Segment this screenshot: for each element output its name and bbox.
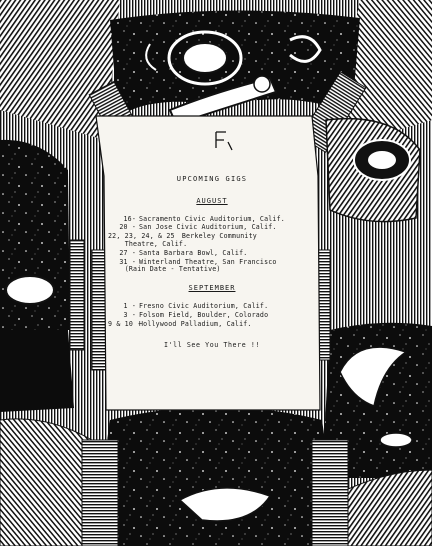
gig-venue: Berkeley Community Theatre, Calif.	[124, 232, 257, 248]
gig-dates: 9 & 10 -	[108, 319, 142, 328]
month-heading-september: SEPTEMBER	[188, 284, 236, 293]
left-column-inner	[91, 249, 107, 371]
gig-entry: 31 -Winterland Theatre, San Francisco (R…	[108, 257, 316, 275]
gig-venue: San Jose Civic Auditorium, Calif.	[139, 223, 277, 232]
gig-entry: 16-Sacramento Civic Auditorium, Calif.	[108, 214, 316, 224]
gig-entry: 1 -Fresno Civic Auditorium, Calif.	[108, 301, 316, 311]
gig-venue: Hollywood Palladium, Calif.	[139, 319, 252, 328]
gig-venue: Folsom Field, Boulder, Colorado	[139, 310, 269, 319]
gig-dates: 22, 23, 24, & 25	[108, 232, 175, 241]
gig-entry: 27 -Santa Barbara Bowl, Calif.	[108, 248, 316, 258]
text-panel	[95, 115, 321, 411]
upper-left-vault	[0, 0, 120, 140]
notice-title: UPCOMING GIGS	[176, 175, 248, 183]
gig-venue: Fresno Civic Auditorium, Calif.	[139, 301, 269, 310]
gig-notice: UPCOMING GIGS AUGUST 16-Sacramento Civic…	[108, 175, 316, 350]
top-planet-ring	[167, 30, 243, 86]
gig-dates: 31 -	[119, 257, 136, 266]
zodiac-symbol-icon	[215, 131, 233, 151]
closing-line: I'll See You There !!	[164, 341, 260, 350]
gig-entry: 22, 23, 24, & 25 Berkeley Community Thea…	[108, 232, 316, 249]
month-heading-august: AUGUST	[196, 196, 228, 205]
left-column	[69, 239, 85, 351]
gig-venue: Winterland Theatre, San Francisco (Rain …	[124, 257, 277, 274]
bottom-right-column	[311, 439, 349, 546]
gig-dates: 27 -	[119, 248, 136, 257]
gig-venue: Sacramento Civic Auditorium, Calif.	[139, 214, 285, 223]
gig-entry: 20 -San Jose Civic Auditorium, Calif.	[108, 223, 316, 232]
bottom-starfield	[92, 407, 340, 546]
gig-venue: Santa Barbara Bowl, Calif.	[139, 248, 248, 257]
gig-dates: 1 -	[123, 301, 136, 310]
bottom-left-column	[81, 439, 119, 546]
gig-entry: 3 -Folsom Field, Boulder, Colorado	[108, 310, 316, 320]
gig-dates: 3 -	[123, 310, 136, 319]
gig-dates: 16-	[123, 214, 136, 223]
gig-dates: 20 -	[119, 223, 136, 232]
gig-entry: 9 & 10 -Hollywood Palladium, Calif.	[108, 319, 316, 329]
